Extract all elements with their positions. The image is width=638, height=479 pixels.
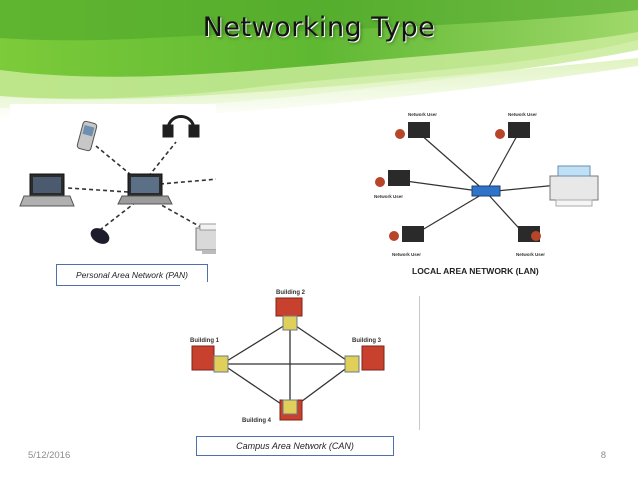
user-icon	[531, 231, 541, 241]
network-user-label: Network User	[516, 252, 545, 257]
switch-icon	[282, 399, 298, 415]
divider-line	[419, 296, 420, 430]
network-user-label: Network User	[408, 112, 437, 117]
mouse-icon	[90, 228, 110, 244]
computer-icon	[402, 226, 424, 242]
can-caption: Campus Area Network (CAN)	[196, 436, 394, 456]
printer-icon	[195, 223, 216, 254]
building-3-label: Building 3	[352, 338, 382, 344]
pan-diagram	[10, 104, 216, 286]
footer-date: 5/12/2016	[28, 450, 71, 461]
network-user-label: Network User	[508, 112, 537, 117]
can-diagram: Building 1 Building 2 Building 3 Buildin…	[180, 282, 400, 432]
laptop-icon	[19, 173, 75, 207]
building-1-label: Building 1	[190, 338, 220, 344]
laptop-icon	[117, 173, 173, 205]
building-2-label: Building 2	[276, 290, 306, 296]
pan-caption: Personal Area Network (PAN)	[56, 264, 208, 286]
lan-diagram: Network User Network User Network User N…	[368, 104, 616, 284]
user-icon	[375, 177, 385, 187]
computer-icon	[408, 122, 430, 138]
network-user-label: Network User	[374, 194, 403, 199]
user-icon	[389, 231, 399, 241]
building-icon	[191, 345, 215, 371]
hub-icon	[471, 185, 501, 197]
network-user-label: Network User	[392, 252, 421, 257]
slide-title: Networking Type	[202, 12, 436, 43]
printer-icon	[549, 165, 599, 207]
phone-icon	[76, 120, 98, 152]
page-number: 8	[600, 450, 606, 461]
building-icon	[361, 345, 385, 371]
lan-title: LOCAL AREA NETWORK (LAN)	[412, 266, 539, 276]
building-4-label: Building 4	[242, 418, 272, 424]
building-icon	[275, 297, 303, 317]
user-icon	[495, 129, 505, 139]
switch-icon	[282, 315, 298, 331]
computer-icon	[508, 122, 530, 138]
switch-icon	[344, 355, 360, 373]
user-icon	[395, 129, 405, 139]
headset-icon	[162, 115, 200, 138]
switch-icon	[213, 355, 229, 373]
computer-icon	[388, 170, 410, 186]
